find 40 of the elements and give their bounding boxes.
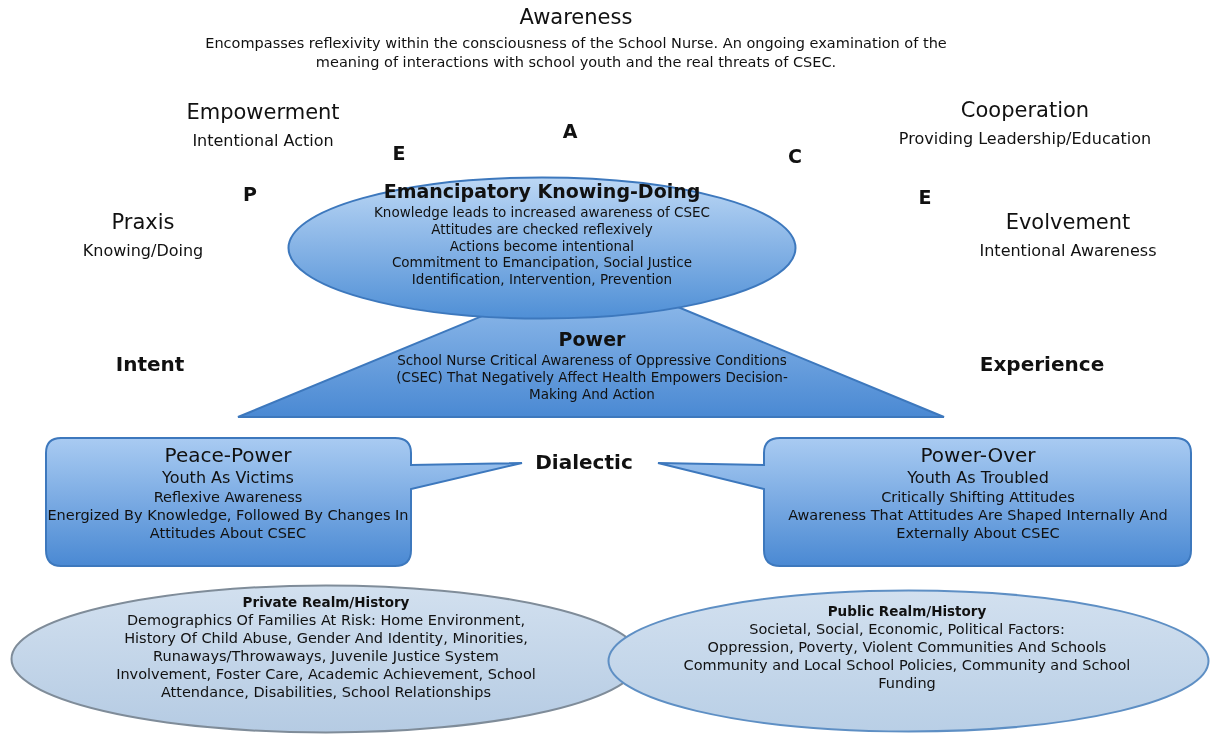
- node-heading: Emancipatory Knowing-Doing: [382, 180, 702, 204]
- node-heading: Public Realm/History: [826, 603, 988, 620]
- node-heading: Private Realm/History: [241, 594, 411, 611]
- subtitle-label: Intentional Action: [192, 131, 334, 150]
- node-heading: Power-Over: [919, 443, 1037, 468]
- heading-label: Awareness: [519, 5, 633, 29]
- node-text: Community and Local School Policies, Community and School Funding: [682, 656, 1132, 693]
- heading-label: Experience: [979, 352, 1105, 376]
- node-text: Youth As Victims: [161, 468, 295, 488]
- heading-label: Cooperation: [960, 98, 1090, 122]
- node-text: Attitudes are checked reflexively: [430, 220, 654, 238]
- node-text: Awareness That Attitudes Are Shaped Internally And Externally About CSEC: [787, 506, 1169, 543]
- letter-label: C: [788, 145, 802, 167]
- node-heading: Peace-Power: [163, 443, 293, 468]
- letter-label: P: [243, 183, 257, 205]
- node-text: School Nurse Critical Awareness of Oppressive Conditions (CSEC) That Negatively Affect Health Empowers Decision-Making And Action: [395, 351, 789, 403]
- node-text: Reflexive Awareness: [152, 488, 304, 507]
- subtitle-label: Providing Leadership/Education: [898, 129, 1152, 148]
- heading-label: Praxis: [111, 210, 175, 234]
- node-heading: Power: [557, 328, 627, 352]
- heading-label: Evolvement: [1005, 210, 1131, 234]
- node-text: Societal, Social, Economic, Political Factors:: [748, 619, 1066, 638]
- node-text: Youth As Troubled: [906, 468, 1050, 488]
- heading-label: Dialectic: [535, 450, 633, 474]
- letter-label: E: [918, 186, 932, 208]
- node-text: Commitment to Emancipation, Social Justice: [390, 254, 694, 272]
- node-text: Demographics Of Families At Risk: Home Environment, History Of Child Abuse, Gender And Identity, Minorities, Runaways/Throwaways, Juvenile Justice System Involvement, Foster Care, Academic Achievement, School Attendance, Disabilities, School Relationships: [115, 610, 537, 702]
- node-text: Energized By Knowledge, Followed By Changes In Attitudes About CSEC: [46, 506, 410, 543]
- letter-label: E: [392, 142, 406, 164]
- node-text: Knowledge leads to increased awareness of CSEC: [373, 203, 711, 221]
- heading-label: Intent: [115, 352, 185, 376]
- subtitle-label: Intentional Awareness: [979, 241, 1157, 260]
- heading-label: Empowerment: [186, 100, 340, 124]
- letter-label: A: [562, 120, 578, 142]
- node-text: Oppression, Poverty, Violent Communities And Schools: [706, 638, 1108, 657]
- node-text: Identification, Intervention, Prevention: [410, 271, 674, 289]
- subtitle-label: Knowing/Doing: [82, 241, 204, 260]
- node-text: Actions become intentional: [448, 237, 636, 255]
- node-text: Critically Shifting Attitudes: [880, 488, 1076, 507]
- description-text: Encompasses reflexivity within the consciousness of the School Nurse. An ongoing examination of the meaning of interactions with school youth and the real threats of CSEC.: [204, 34, 948, 72]
